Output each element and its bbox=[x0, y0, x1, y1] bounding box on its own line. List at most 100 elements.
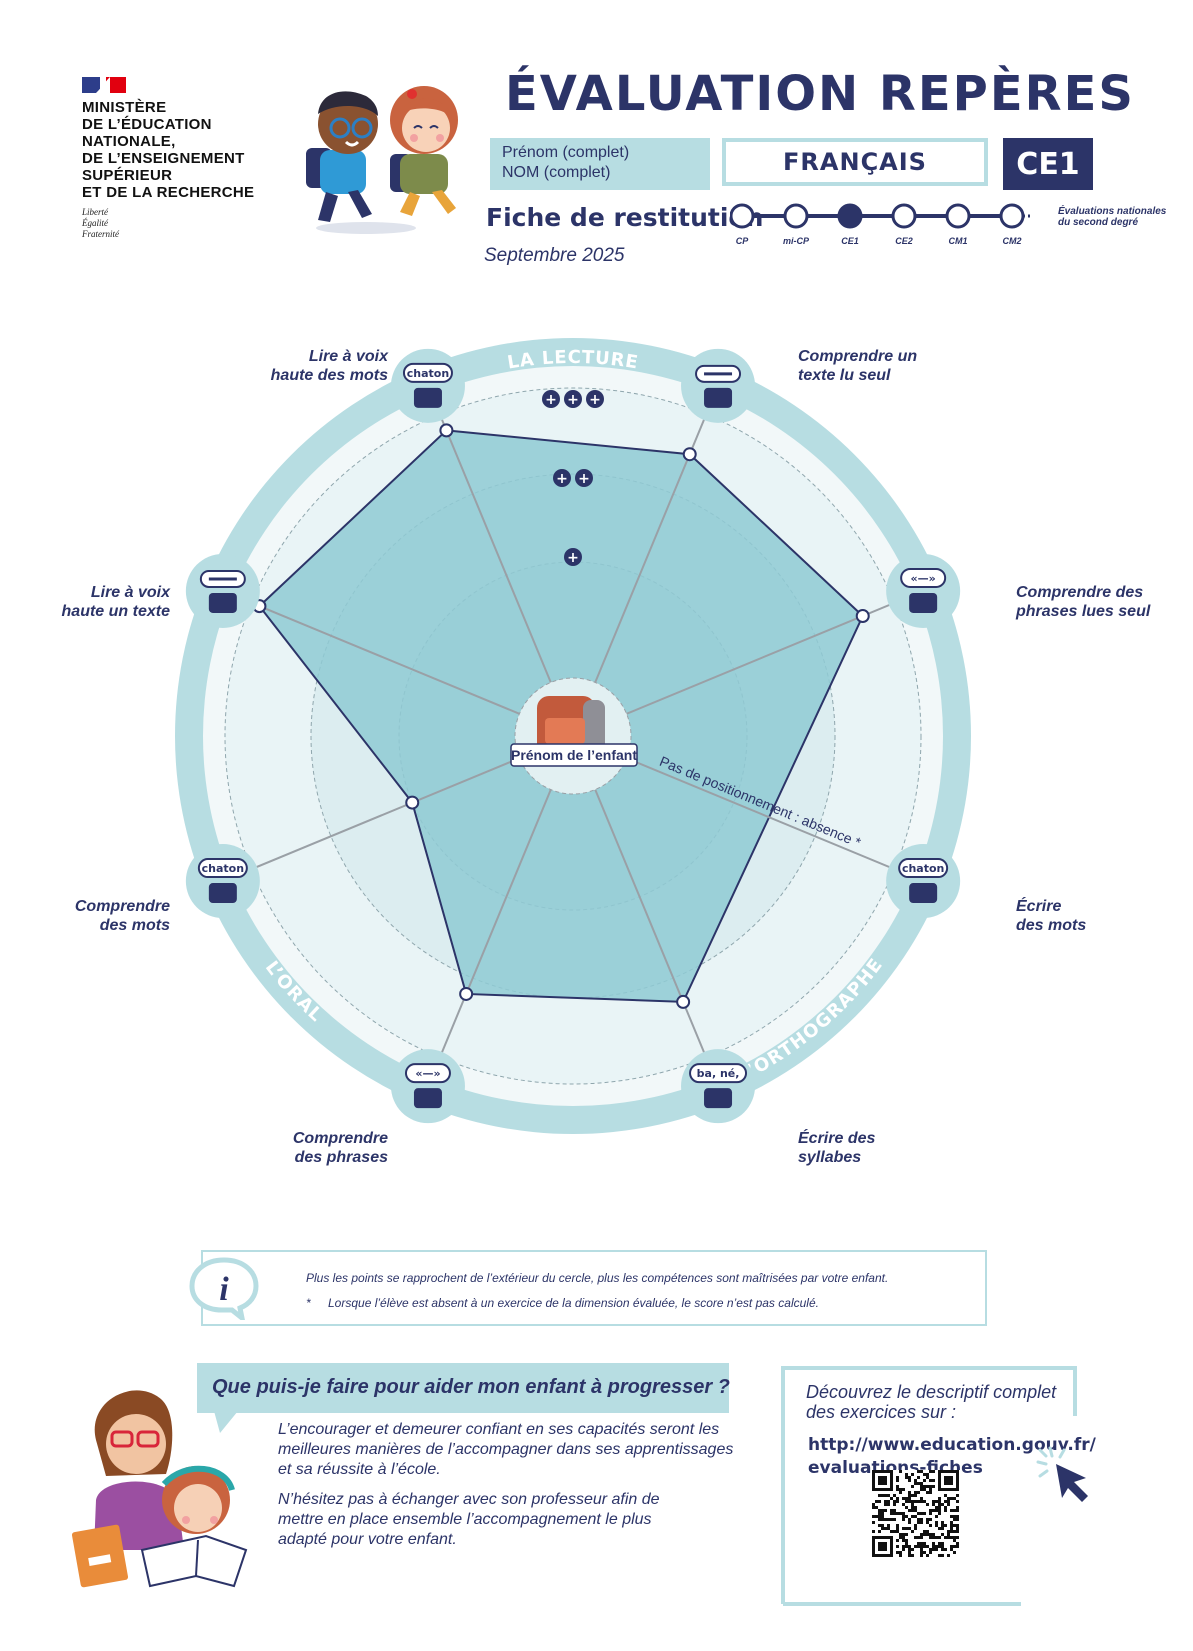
qr-module bbox=[908, 1545, 911, 1548]
qr-module bbox=[902, 1497, 905, 1500]
qr-module bbox=[911, 1506, 914, 1509]
qr-module bbox=[902, 1539, 905, 1542]
qr-module bbox=[908, 1548, 911, 1551]
qr-module bbox=[902, 1488, 905, 1491]
qr-module bbox=[911, 1548, 914, 1551]
firstname-field: Prénom (complet) bbox=[502, 144, 630, 161]
axis-icon-text: «—» bbox=[911, 572, 936, 585]
qr-module bbox=[932, 1542, 935, 1545]
qr-module bbox=[920, 1512, 923, 1515]
qr-module bbox=[956, 1518, 959, 1521]
axis-icon-badge bbox=[185, 844, 260, 919]
qr-module bbox=[920, 1545, 923, 1548]
question-banner bbox=[197, 1363, 729, 1413]
qr-module bbox=[956, 1506, 959, 1509]
qr-module bbox=[929, 1533, 932, 1536]
qr-module bbox=[872, 1530, 875, 1533]
qr-module bbox=[905, 1545, 908, 1548]
qr-module bbox=[950, 1545, 953, 1548]
qr-module bbox=[914, 1506, 917, 1509]
qr-module bbox=[920, 1548, 923, 1551]
axis-line bbox=[435, 404, 554, 687]
qr-module bbox=[932, 1533, 935, 1536]
qr-module bbox=[929, 1512, 932, 1515]
info-line-2: Lorsque l’élève est absent à un exercice… bbox=[328, 1296, 819, 1310]
timeline-step-label: CE1 bbox=[841, 236, 859, 246]
level-marker-dot bbox=[564, 390, 582, 408]
qr-module bbox=[884, 1527, 887, 1530]
qr-module bbox=[902, 1503, 905, 1506]
qr-module bbox=[902, 1548, 905, 1551]
qr-module bbox=[920, 1470, 923, 1473]
qr-module bbox=[899, 1536, 902, 1539]
qr-module bbox=[914, 1527, 917, 1530]
level-marker-plus: + bbox=[589, 392, 601, 408]
axis-icon-badge bbox=[886, 553, 961, 628]
qr-module bbox=[911, 1500, 914, 1503]
qr-module bbox=[944, 1506, 947, 1509]
axis-icon-glyph bbox=[413, 387, 442, 408]
qr-module bbox=[938, 1512, 941, 1515]
qr-module bbox=[896, 1539, 899, 1542]
qr-module bbox=[896, 1545, 899, 1548]
qr-module bbox=[947, 1554, 950, 1557]
qr-module bbox=[938, 1545, 941, 1548]
qr-module bbox=[914, 1494, 917, 1497]
resources-box bbox=[781, 1360, 1097, 1606]
qr-module bbox=[872, 1521, 875, 1524]
qr-module bbox=[923, 1479, 926, 1482]
level-marker-plus: + bbox=[567, 550, 579, 566]
qr-module bbox=[911, 1509, 914, 1512]
qr-module bbox=[920, 1554, 923, 1557]
axis-icon-bubble bbox=[197, 858, 248, 879]
axis-icon-glyph bbox=[208, 883, 237, 904]
svg-text:i: i bbox=[219, 1271, 229, 1308]
qr-module bbox=[905, 1473, 908, 1476]
qr-module bbox=[941, 1527, 944, 1530]
axis-icon-glyph bbox=[909, 592, 938, 613]
qr-module bbox=[950, 1521, 953, 1524]
qr-module bbox=[902, 1527, 905, 1530]
qr-module bbox=[926, 1554, 929, 1557]
qr-code[interactable] bbox=[872, 1470, 960, 1562]
qr-module bbox=[905, 1542, 908, 1545]
qr-module bbox=[896, 1551, 899, 1554]
qr-module bbox=[935, 1506, 938, 1509]
qr-module bbox=[932, 1479, 935, 1482]
speech-tail bbox=[214, 1411, 238, 1437]
qr-module bbox=[926, 1545, 929, 1548]
qr-module bbox=[947, 1500, 950, 1503]
qr-module bbox=[944, 1548, 947, 1551]
qr-module bbox=[893, 1518, 896, 1521]
qr-module bbox=[956, 1527, 959, 1530]
subject-box: FRANÇAIS bbox=[722, 138, 988, 186]
qr-module bbox=[908, 1527, 911, 1530]
qr-module bbox=[884, 1500, 887, 1503]
ministry-name: MINISTÈRE DE L’ÉDUCATION NATIONALE, DE L… bbox=[82, 99, 255, 201]
qr-module bbox=[935, 1545, 938, 1548]
qr-module bbox=[899, 1488, 902, 1491]
qr-module bbox=[887, 1527, 890, 1530]
axis-icon-text: ba, né, bbox=[697, 1067, 740, 1080]
qr-module bbox=[911, 1494, 914, 1497]
timeline-step-dot bbox=[999, 203, 1025, 229]
qr-module bbox=[953, 1524, 956, 1527]
qr-module bbox=[926, 1530, 929, 1533]
timeline-step-dot bbox=[837, 203, 863, 229]
axis-icon-glyph bbox=[909, 883, 938, 904]
qr-module bbox=[905, 1506, 908, 1509]
qr-module bbox=[938, 1536, 941, 1539]
level-marker-dot bbox=[575, 469, 593, 487]
axis-icon-bubble bbox=[898, 858, 949, 879]
qr-module bbox=[926, 1491, 929, 1494]
qr-module bbox=[911, 1530, 914, 1533]
qr-module bbox=[956, 1515, 959, 1518]
qr-finder-core bbox=[878, 1542, 887, 1551]
qr-module bbox=[899, 1470, 902, 1473]
qr-module bbox=[932, 1548, 935, 1551]
level-3-ring bbox=[224, 387, 922, 1085]
qr-module bbox=[896, 1524, 899, 1527]
qr-module bbox=[896, 1488, 899, 1491]
